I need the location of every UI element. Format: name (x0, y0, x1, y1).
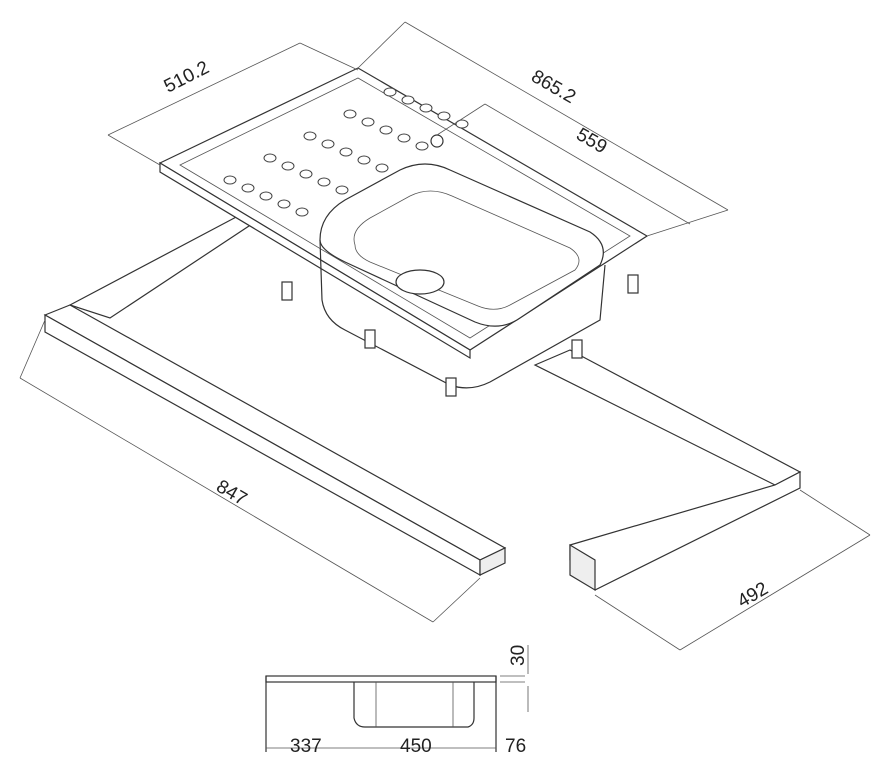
dim-drainer-width: 337 (290, 736, 322, 757)
dimension-lines (19, 21, 871, 651)
drainer-hole (343, 109, 357, 119)
front-rail-side (44, 313, 481, 577)
support-frame (43, 214, 802, 592)
front-rail-end (479, 547, 506, 576)
bowl-rim (319, 163, 604, 327)
sink-top (158, 67, 649, 397)
drainer-hole (317, 177, 331, 187)
clip (445, 377, 457, 397)
drainer-holes (223, 87, 469, 217)
dim-width-top: 510.2 (161, 57, 213, 97)
clip (627, 274, 639, 294)
drainer-hole (379, 125, 393, 135)
drainer-hole (383, 87, 397, 97)
drainer-hole (339, 147, 353, 157)
front-rail-top (43, 304, 507, 561)
drainer-hole (259, 191, 273, 201)
drainer-hole (397, 133, 411, 143)
bowl-floor (353, 190, 580, 310)
left-crossbar (68, 214, 257, 319)
drain-outlet (395, 269, 445, 295)
dim-bowl-offset: 559 (573, 124, 611, 158)
mounting-clips (281, 274, 639, 397)
clip (281, 281, 293, 301)
drainer-hole (455, 119, 469, 129)
drainer-hole (361, 117, 375, 127)
side-elevation (265, 645, 529, 752)
dim-length-top: 865.2 (528, 66, 580, 108)
dim-bowl-width: 450 (400, 736, 432, 757)
drainer-hole (295, 207, 309, 217)
drainer-hole (437, 111, 451, 121)
dim-frame-length: 847 (213, 476, 251, 510)
top-plate-inner (179, 77, 631, 339)
drainer-hole (299, 169, 313, 179)
drainer-hole (241, 183, 255, 193)
clip (364, 329, 376, 349)
dim-bowl-depth: 76 (505, 736, 526, 757)
drainer-hole (277, 199, 291, 209)
drainer-hole (303, 131, 317, 141)
drainer-hole (401, 95, 415, 105)
drainer-hole (357, 155, 371, 165)
drainer-hole (263, 153, 277, 163)
tap-hole (430, 134, 444, 148)
drainer-hole (321, 139, 335, 149)
right-rail-top (533, 349, 802, 486)
dim-rim-height: 30 (508, 645, 529, 666)
drainer-hole (223, 175, 237, 185)
dim-frame-width: 492 (734, 578, 772, 612)
drainer-hole (375, 163, 389, 173)
drainer-hole (415, 141, 429, 151)
back-rail-end (569, 543, 596, 592)
drainer-hole (335, 185, 349, 195)
top-plate-edge (159, 161, 471, 360)
drainer-hole (281, 161, 295, 171)
back-rail (569, 471, 801, 591)
drainer-hole (419, 103, 433, 113)
clip (571, 339, 583, 359)
